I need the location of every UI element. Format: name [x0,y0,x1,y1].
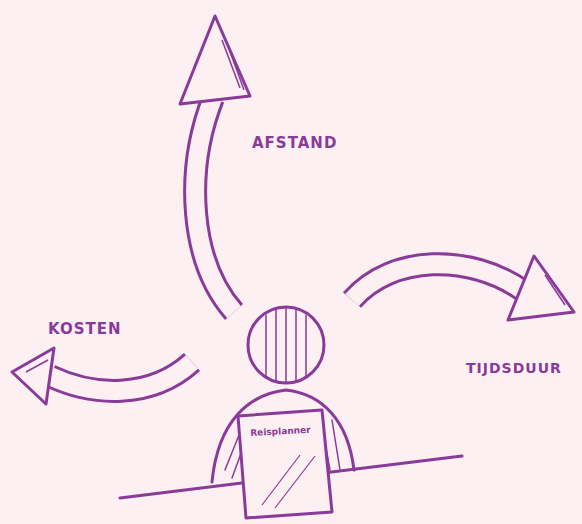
arrows [50,98,522,391]
left-arrowhead [12,348,54,404]
right-arrow-fill [352,264,522,300]
up-arrow-fill [195,98,234,312]
right-arrow-shaft [352,264,522,300]
left-arrow-fill [50,362,192,391]
paper-sheet [238,410,332,518]
head-hatching [266,308,306,382]
up-arrowhead [180,16,250,104]
paper-hatching [262,455,315,508]
head [248,307,324,383]
arrow-label: TIJDSDUUR [466,360,562,376]
left-arrow-shaft [50,362,192,391]
sheet-title: Reisplanner [248,425,313,438]
up-arrow-shaft [195,98,234,312]
right-arrowhead [508,256,574,320]
arrow-label: KOSTEN [48,320,122,338]
arrow-label: AFSTAND [252,134,337,152]
